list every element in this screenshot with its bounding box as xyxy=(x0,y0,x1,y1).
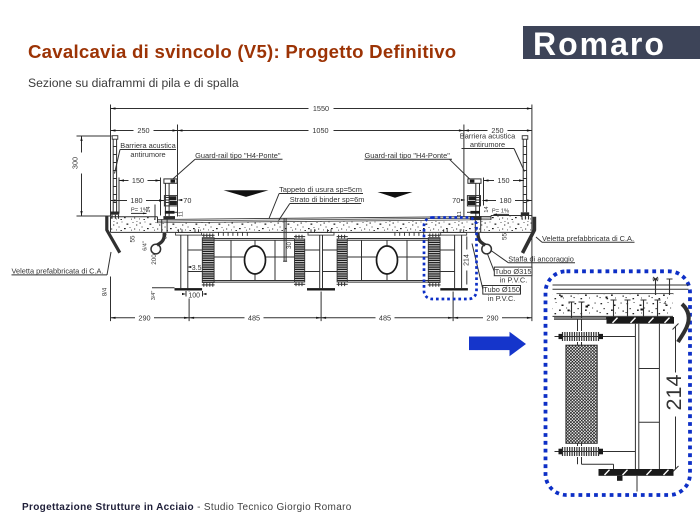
svg-text:55: 55 xyxy=(502,233,509,241)
svg-text:290: 290 xyxy=(486,313,498,322)
svg-text:14: 14 xyxy=(484,206,490,212)
svg-text:30: 30 xyxy=(286,242,293,250)
svg-text:P= 1%: P= 1% xyxy=(492,209,509,215)
svg-text:11: 11 xyxy=(457,211,463,217)
svg-text:35: 35 xyxy=(163,233,169,239)
svg-text:antirumore: antirumore xyxy=(470,140,505,149)
svg-text:214: 214 xyxy=(662,375,686,411)
svg-text:150: 150 xyxy=(497,176,509,185)
svg-text:1050: 1050 xyxy=(312,126,328,135)
svg-text:200: 200 xyxy=(151,254,158,265)
svg-text:3.5: 3.5 xyxy=(192,265,202,272)
svg-text:485: 485 xyxy=(379,313,391,322)
svg-text:11: 11 xyxy=(179,211,185,217)
svg-text:485: 485 xyxy=(248,313,260,322)
svg-text:290: 290 xyxy=(138,313,150,322)
svg-text:8/4: 8/4 xyxy=(103,287,109,296)
svg-text:55: 55 xyxy=(130,235,137,243)
svg-text:180: 180 xyxy=(130,196,142,205)
svg-text:70: 70 xyxy=(183,196,191,205)
svg-text:4: 4 xyxy=(664,301,667,307)
svg-text:70: 70 xyxy=(452,196,460,205)
svg-text:Staffa di ancoraggio: Staffa di ancoraggio xyxy=(508,254,574,263)
svg-text:1550: 1550 xyxy=(313,104,329,113)
svg-text:Tubo Ø150: Tubo Ø150 xyxy=(483,285,520,294)
svg-text:214: 214 xyxy=(464,254,471,266)
svg-text:Veletta prefabbricata di C.A.: Veletta prefabbricata di C.A. xyxy=(542,234,634,243)
svg-text:antirumore: antirumore xyxy=(130,150,165,159)
svg-text:Guard-rail tipo "H4-Ponte": Guard-rail tipo "H4-Ponte" xyxy=(195,151,281,160)
svg-text:Veletta prefabbricata di C.A.: Veletta prefabbricata di C.A. xyxy=(12,266,104,275)
svg-text:180: 180 xyxy=(499,196,511,205)
svg-text:300: 300 xyxy=(71,157,80,169)
svg-text:250: 250 xyxy=(137,126,149,135)
svg-text:Tappeto di usura sp=5cm: Tappeto di usura sp=5cm xyxy=(279,185,362,194)
svg-text:in P.V.C.: in P.V.C. xyxy=(488,294,516,303)
svg-text:6/4": 6/4" xyxy=(143,241,149,251)
svg-text:14: 14 xyxy=(146,206,152,212)
svg-text:3/4": 3/4" xyxy=(151,291,157,301)
svg-text:Guard-rail tipo "H4-Ponte": Guard-rail tipo "H4-Ponte" xyxy=(365,151,451,160)
svg-text:250: 250 xyxy=(491,126,503,135)
svg-text:P= 1%: P= 1% xyxy=(131,208,148,214)
svg-text:Strato di binder sp=6m: Strato di binder sp=6m xyxy=(290,195,365,204)
svg-text:Tubo Ø315: Tubo Ø315 xyxy=(495,267,532,276)
svg-text:in P.V.C.: in P.V.C. xyxy=(500,275,528,284)
svg-text:Barriera acustica: Barriera acustica xyxy=(460,131,516,140)
svg-text:Barriera acustica: Barriera acustica xyxy=(120,141,176,150)
svg-text:100: 100 xyxy=(188,293,200,300)
svg-text:150: 150 xyxy=(132,176,144,185)
